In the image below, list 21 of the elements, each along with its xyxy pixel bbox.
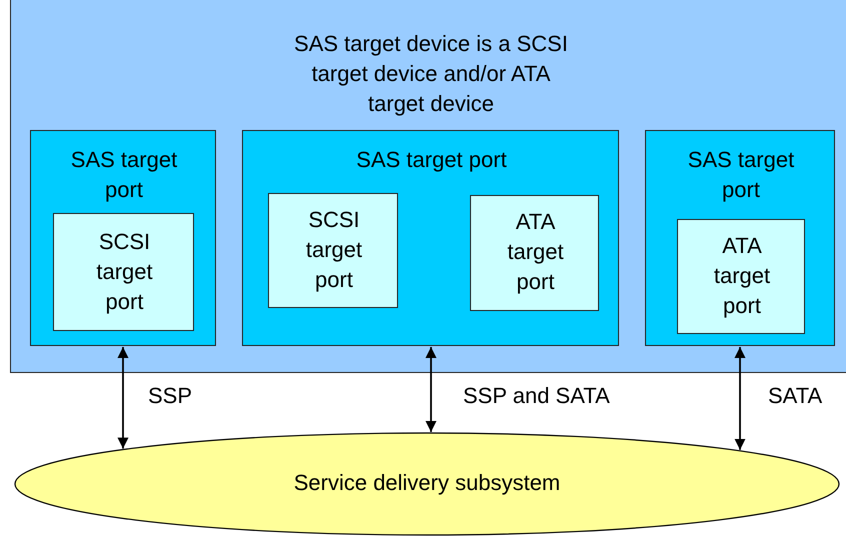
target-port-box [470,195,599,311]
target-port-box [268,193,398,308]
target-port-label: ATA target port [712,232,772,320]
double-arrow [118,347,128,449]
port-box [645,130,835,346]
port-box [30,130,216,346]
double-arrow [734,347,746,450]
device-title: SAS target device is a SCSI target device and/or ATA target device [293,30,569,118]
port-box [242,130,619,346]
port-title: SAS target port [355,146,508,174]
double-arrow [426,347,436,432]
target-port-label: SCSI target port [95,228,154,316]
device-panel [10,0,846,373]
target-port-label: ATA target port [506,208,565,296]
subsystem-ellipse [14,432,840,536]
target-port-box [677,219,805,334]
port-title: SAS target port [686,146,796,204]
target-port-box [53,213,194,331]
port-title: SAS target port [70,146,178,204]
target-port-label: SCSI target port [304,206,364,294]
subsystem-label: Service delivery subsystem [292,469,562,497]
